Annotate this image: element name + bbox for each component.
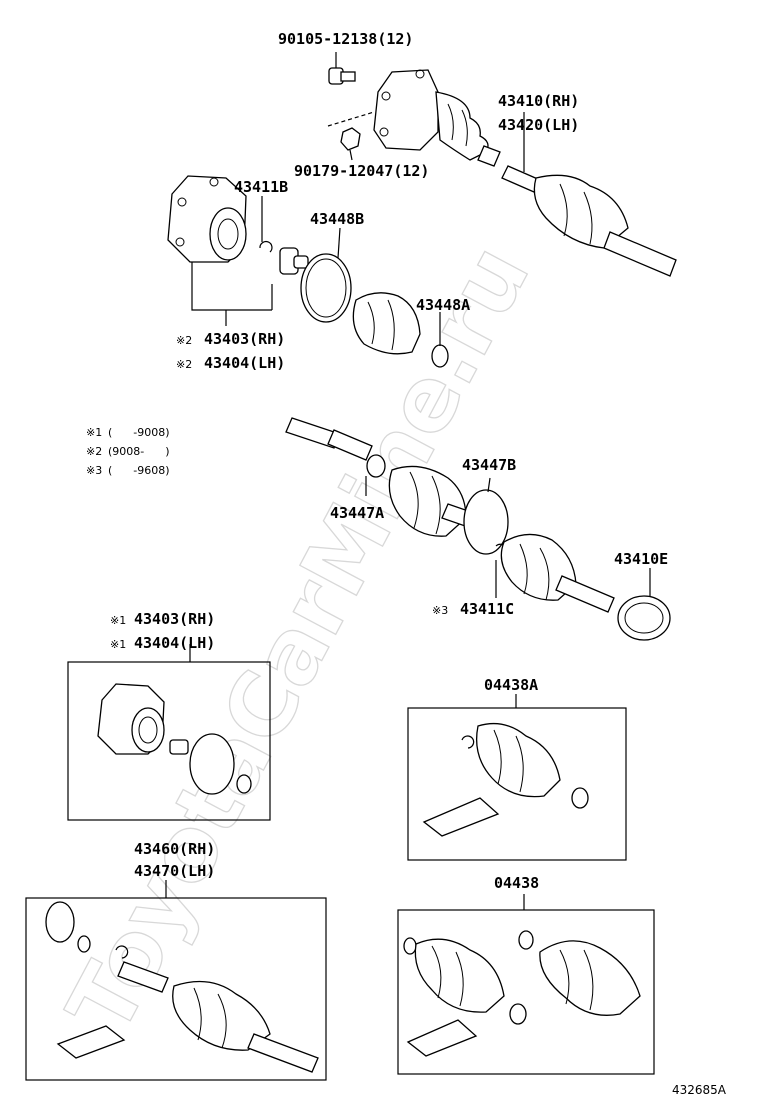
nut-part	[327, 111, 375, 161]
boot-clamp-43448b	[300, 253, 352, 323]
label-joint2-rh: 43403(RH)	[204, 330, 285, 348]
note-1-mark: ※1	[86, 426, 102, 439]
label-joint1-mark-lh: ※1	[110, 638, 126, 651]
box-shaft-clamp	[45, 901, 75, 943]
label-clamp-43448b: 43448B	[310, 210, 364, 228]
box-shaft-end	[247, 1033, 319, 1073]
shaft-assembly-box	[25, 897, 327, 1081]
label-joint1-lh: 43404(LH)	[134, 634, 215, 652]
kit-ring-right	[518, 930, 534, 950]
box-shaft-small-clamp	[77, 935, 91, 953]
kit-a-boot	[475, 722, 561, 798]
kit-boot-right	[539, 940, 641, 1016]
kit-a-clamp	[571, 787, 589, 809]
kit-boot-left	[414, 938, 505, 1013]
label-joint1-rh: 43403(RH)	[134, 610, 215, 628]
outer-boot	[435, 91, 489, 161]
label-kit-04438: 04438	[494, 874, 539, 892]
note-1-range: ( -9008)	[108, 426, 170, 439]
label-clamp-43447b: 43447B	[462, 456, 516, 474]
outboard-shaft-end	[555, 575, 615, 613]
inner-boot-43448	[352, 292, 421, 355]
label-bolt: 90105-12138(12)	[278, 30, 413, 48]
joint-kit-housing	[97, 683, 165, 755]
label-seal-43410e: 43410E	[614, 550, 668, 568]
kit-a-grease-pack	[422, 797, 500, 837]
snap-ring-43411b	[259, 240, 273, 253]
label-joint1-mark-rh: ※1	[110, 614, 126, 627]
outer-joint-housing	[373, 69, 439, 151]
note-2-range: (9008- )	[108, 445, 170, 458]
kit-a-ring	[461, 735, 475, 749]
label-joint2-mark-rh: ※2	[176, 334, 192, 347]
drawing-number: 432685A	[672, 1083, 727, 1097]
label-shaft-lh: 43420(LH)	[498, 116, 579, 134]
joint-kit-small-clamp	[236, 774, 252, 794]
kit-ring-left	[403, 937, 417, 955]
kit-grease-pack	[406, 1019, 478, 1057]
label-joint2-mark-lh: ※2	[176, 358, 192, 371]
bolt-part	[328, 52, 356, 85]
box-grease-pack	[56, 1025, 126, 1059]
joint-kit-spider	[169, 739, 189, 755]
box-shaft-spline	[117, 961, 169, 993]
label-nut: 90179-12047(12)	[294, 162, 429, 180]
clamp-43447b	[463, 489, 509, 555]
kit-clamp-left	[509, 1003, 527, 1025]
note-2-mark: ※2	[86, 445, 102, 458]
note-3-range: ( -9608)	[108, 464, 170, 477]
boot-clamp-43448a	[431, 344, 449, 368]
label-shaft-rh: 43410(RH)	[498, 92, 579, 110]
label-clamp-43447a: 43447A	[330, 504, 384, 522]
boot-kit-box	[397, 909, 655, 1075]
note-3-mark: ※3	[86, 464, 102, 477]
inner-joint-housing	[167, 175, 247, 263]
tripod-spider	[271, 247, 309, 310]
outer-stub	[477, 145, 501, 167]
label-ring-43411c: 43411C	[460, 600, 514, 618]
label-clamp-43448a: 43448A	[416, 296, 470, 314]
notes-block: ※1 ( -9008) ※2 (9008- ) ※3 ( -9608)	[86, 426, 170, 477]
label-shaft2-lh: 43470(LH)	[134, 862, 215, 880]
label-ring3-mark: ※3	[432, 604, 448, 617]
joint-kit-box	[67, 661, 271, 821]
label-shaft2-rh: 43460(RH)	[134, 840, 215, 858]
label-kit-04438a: 04438A	[484, 676, 538, 694]
inboard-splined-shaft	[285, 417, 373, 461]
clamp-43447a	[366, 454, 386, 478]
boot-kit-a-box	[407, 707, 627, 861]
label-joint2-lh: 43404(LH)	[204, 354, 285, 372]
inner-shaft-end	[603, 231, 677, 277]
joint-kit-clamp	[189, 733, 235, 795]
label-ring-43411b: 43411B	[234, 178, 288, 196]
